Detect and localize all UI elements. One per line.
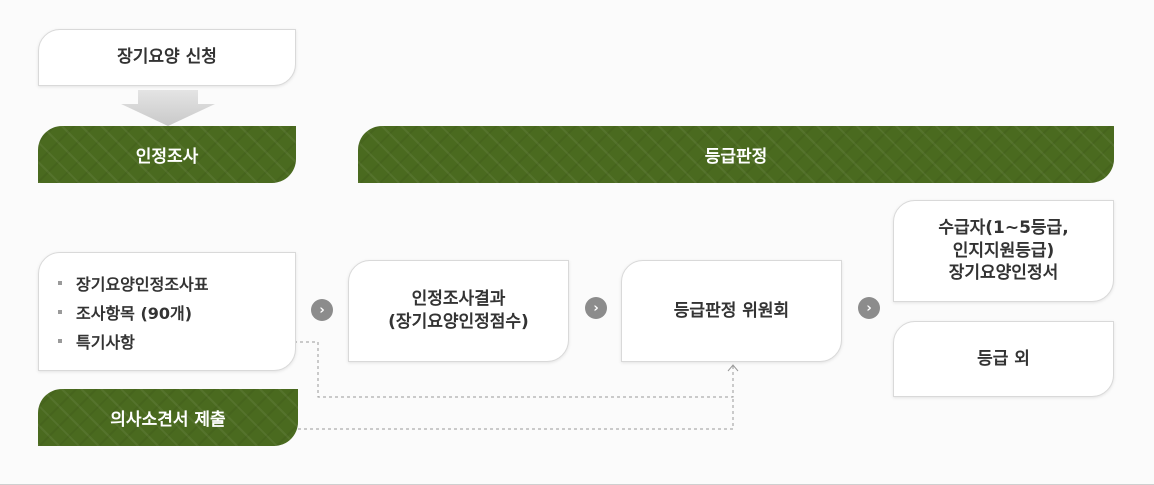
doctor-opinion-dashed-connector	[298, 397, 734, 430]
survey-header: 인정조사	[38, 126, 296, 183]
survey-item: 장기요양인정조사표	[58, 268, 208, 297]
grading-header: 등급판정	[358, 126, 1114, 183]
chevron-right-circle-icon: ›	[858, 297, 880, 319]
bullet-icon	[58, 338, 62, 343]
survey-items-box	[38, 252, 296, 371]
apply-box: 장기요양 신청	[38, 29, 296, 86]
bullet-icon	[58, 280, 62, 285]
grading-header-label: 등급판정	[704, 147, 768, 167]
chevron-right-circle-icon: ›	[585, 297, 607, 319]
apply-label: 장기요양 신청	[117, 47, 217, 68]
special-notes-dashed-connector	[168, 341, 734, 398]
committee-label: 등급판정 위원회	[673, 300, 790, 321]
recipient-line3: 장기요양인정서	[948, 263, 1059, 284]
bullet-icon	[58, 309, 62, 314]
out-of-grade-label: 등급 외	[977, 348, 1030, 369]
out-of-grade-box: 등급 외	[893, 321, 1114, 397]
down-arrow-icon	[121, 90, 215, 126]
survey-item-label: 조사항목 (90개)	[76, 303, 193, 323]
survey-item: 조사항목 (90개)	[58, 297, 208, 326]
survey-result-line2: (장기요양인정점수)	[388, 312, 529, 332]
survey-items-list: 장기요양인정조사표 조사항목 (90개) 특기사항	[58, 268, 208, 355]
chevron-right-circle-icon: ›	[311, 299, 333, 321]
survey-item: 특기사항	[58, 326, 208, 355]
doctor-opinion-label: 의사소견서 제출	[110, 410, 226, 430]
committee-arrowhead	[727, 364, 739, 372]
survey-result-line1: 인정조사결과	[411, 289, 506, 310]
committee-box: 등급판정 위원회	[621, 260, 842, 362]
survey-item-label: 장기요양인정조사표	[76, 274, 209, 294]
survey-result-box: 인정조사결과 (장기요양인정점수)	[348, 260, 569, 362]
survey-header-label: 인정조사	[135, 147, 199, 167]
recipient-line2: 인지지원등급)	[952, 240, 1055, 261]
survey-item-label: 특기사항	[76, 332, 135, 352]
recipient-line1: 수급자(1~5등급,	[938, 217, 1069, 238]
recipient-box: 수급자(1~5등급, 인지지원등급) 장기요양인정서	[893, 200, 1114, 302]
doctor-opinion-box: 의사소견서 제출	[38, 389, 298, 446]
